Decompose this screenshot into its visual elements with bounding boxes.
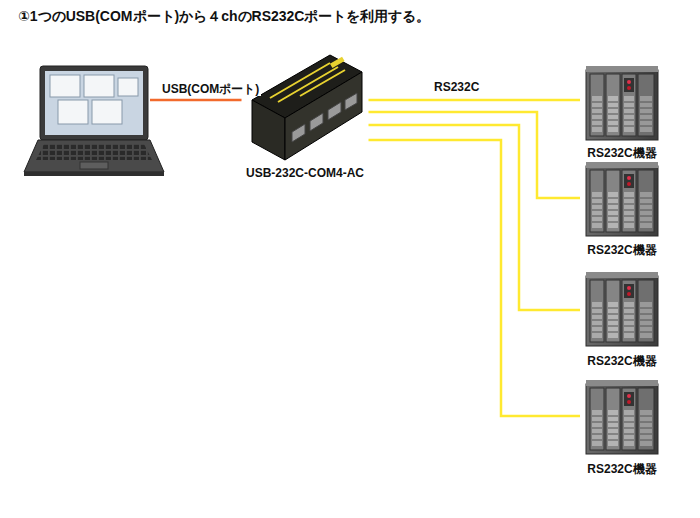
device-label: RS232C機器 [586,146,657,160]
illustration-part [345,93,357,110]
cable-label: RS232C [432,80,481,94]
illustration-part [328,102,341,120]
illustration-part [24,140,164,172]
device-label: RS232C機器 [586,354,657,368]
illustration-part [252,100,285,160]
plc-device [586,380,658,454]
converter-node: USB-232C-COM4-AC [242,52,369,180]
usb-cable [150,99,242,102]
illustration-part [24,172,164,176]
device-node: RS232C機器 [580,378,664,476]
illustration-part [310,113,323,131]
illustration-part [84,75,114,97]
cable-label: USB(COMポート) [160,82,261,96]
illustration-part [118,78,138,96]
rs232c-cable [369,125,581,310]
device-node: RS232C機器 [580,160,664,257]
device-node: RS232C機器 [580,64,664,160]
illustration-part [36,144,152,160]
laptop-illustration [24,66,164,176]
rs232c-cable [369,140,581,416]
device-label: RS232C機器 [586,243,657,257]
illustration-part [40,66,148,140]
illustration-part [80,162,108,169]
converter-illustration [252,55,362,160]
illustration-part [58,100,88,124]
diagram-title: ①1つのUSB(COMポート)から４chのRS232Cポートを利用する。 [18,8,430,26]
laptop-node [22,64,154,178]
illustration-part [270,63,345,102]
device-label: USB-232C-COM4-AC [245,166,365,180]
plc-device [586,66,658,140]
illustration-part [92,100,122,124]
plc-device [586,162,658,236]
plc-device [586,272,658,346]
device-node: RS232C機器 [580,270,664,368]
illustration-part [50,75,80,97]
illustration-part [285,72,362,160]
rs232c-device-illustrations [586,66,658,454]
illustration-part [45,71,143,135]
device-label: RS232C機器 [586,462,657,476]
rs232c-cable [369,99,581,102]
illustration-part [292,124,305,142]
illustration-part [330,57,345,68]
illustration-part [292,93,357,142]
